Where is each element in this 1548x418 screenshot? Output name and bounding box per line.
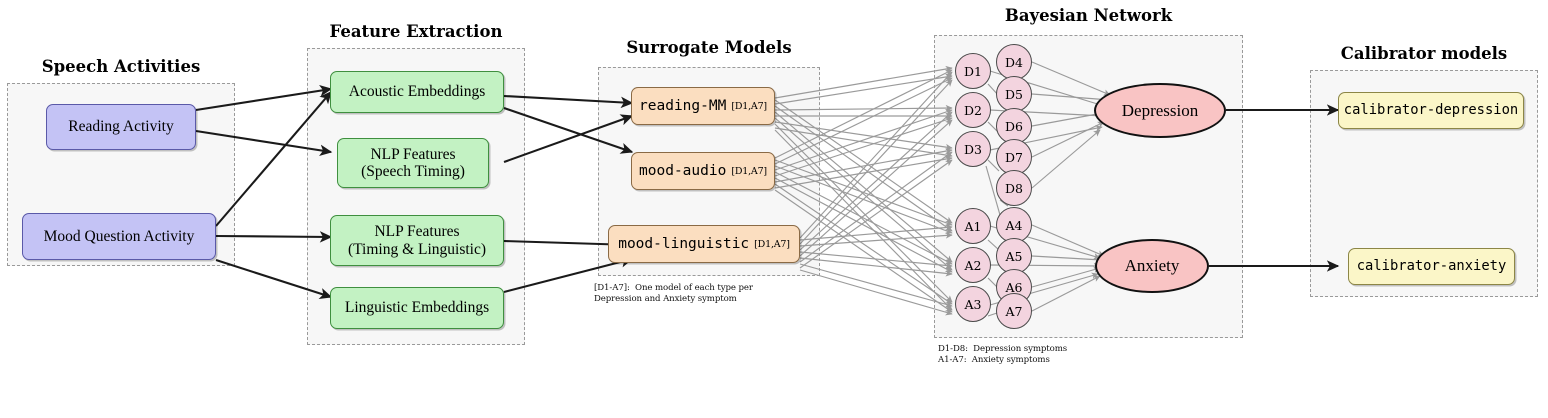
node-label-line2: (Timing & Linguistic) — [347, 240, 487, 258]
node-label: Linguistic Embeddings — [344, 299, 490, 317]
outcome-label: Depression — [1121, 100, 1199, 120]
symptom-label: A3 — [964, 296, 982, 312]
symptom-label: D3 — [964, 141, 982, 157]
symptom-label: A7 — [1005, 303, 1023, 319]
node-label: Reading Activity — [68, 118, 174, 136]
group-title-calibrator-models: Calibrator models — [1340, 44, 1508, 63]
symptom-node-d3[interactable]: D3 — [955, 131, 991, 167]
group-title-bayesian-network: Bayesian Network — [1004, 6, 1173, 25]
node-label: mood-linguistic — [618, 235, 750, 252]
node-label-line1: NLP Features — [370, 145, 456, 163]
symptom-node-d8[interactable]: D8 — [996, 170, 1032, 206]
node-label: mood-audio — [639, 162, 727, 179]
outcome-node-anxiety[interactable]: Anxiety — [1095, 239, 1209, 293]
node-label: Mood Question Activity — [43, 227, 195, 245]
symptom-label: D1 — [964, 63, 982, 79]
symptom-node-d2[interactable]: D2 — [955, 92, 991, 128]
node-tag: [D1,A7] — [754, 238, 790, 250]
edges-surrogates-to-symptoms — [774, 65, 953, 316]
node-mood-question-activity[interactable]: Mood Question Activity — [22, 213, 216, 260]
node-calibrator-anxiety[interactable]: calibrator-anxiety — [1348, 248, 1515, 285]
edges-activities-to-features — [195, 85, 333, 300]
symptom-node-d6[interactable]: D6 — [996, 108, 1032, 144]
node-tag: [D1,A7] — [731, 100, 767, 112]
symptom-label: A5 — [1005, 248, 1023, 264]
symptom-label: A4 — [1005, 217, 1023, 233]
node-tag: [D1,A7] — [731, 165, 767, 177]
group-title-feature-extraction: Feature Extraction — [329, 22, 503, 41]
bayesian-network-caption: D1-D8: Depression symptoms A1-A7: Anxiet… — [938, 344, 1068, 366]
node-label-line2: (Speech Timing) — [361, 163, 465, 180]
node-surrogate-reading-mm[interactable]: reading-MM [D1,A7] — [631, 87, 775, 125]
symptom-label: A1 — [964, 218, 982, 234]
symptom-label: A6 — [1005, 279, 1023, 295]
node-nlp-features-timing-linguistic[interactable]: NLP Features (Timing & Linguistic) — [330, 215, 504, 266]
symptom-node-d1[interactable]: D1 — [955, 53, 991, 89]
node-acoustic-embeddings[interactable]: Acoustic Embeddings — [330, 71, 504, 113]
node-label: calibrator-depression — [1343, 101, 1519, 118]
symptom-label: D4 — [1005, 54, 1023, 70]
node-label: reading-MM — [639, 97, 727, 114]
symptom-node-d5[interactable]: D5 — [996, 76, 1032, 112]
group-title-surrogate-models: Surrogate Models — [626, 38, 792, 57]
node-calibrator-depression[interactable]: calibrator-depression — [1338, 92, 1524, 129]
symptom-label: D6 — [1005, 118, 1023, 134]
outcome-node-depression[interactable]: Depression — [1094, 83, 1226, 138]
symptom-node-d7[interactable]: D7 — [996, 139, 1032, 175]
symptom-label: D7 — [1005, 149, 1023, 165]
node-label-line1: NLP Features — [374, 223, 460, 241]
node-label: calibrator-anxiety — [1356, 257, 1507, 274]
symptom-node-a7[interactable]: A7 — [996, 293, 1032, 329]
symptom-label: A2 — [964, 257, 982, 273]
symptom-node-d4[interactable]: D4 — [996, 44, 1032, 80]
symptom-node-a3[interactable]: A3 — [955, 286, 991, 322]
symptom-node-a2[interactable]: A2 — [955, 247, 991, 283]
group-title-speech-activities: Speech Activities — [41, 57, 201, 76]
node-nlp-features-speech-timing[interactable]: NLP Features (Speech Timing) — [337, 138, 489, 188]
surrogate-models-caption: [D1-A7]: One model of each type per Depr… — [594, 283, 753, 305]
node-label: Acoustic Embeddings — [348, 83, 486, 101]
symptom-node-a5[interactable]: A5 — [996, 238, 1032, 274]
symptom-node-a4[interactable]: A4 — [996, 207, 1032, 243]
node-surrogate-mood-linguistic[interactable]: mood-linguistic [D1,A7] — [608, 225, 800, 263]
symptom-label: D8 — [1005, 180, 1023, 196]
node-surrogate-mood-audio[interactable]: mood-audio [D1,A7] — [631, 152, 775, 190]
outcome-label: Anxiety — [1124, 256, 1180, 275]
edges-features-to-surrogates — [503, 94, 634, 294]
symptom-label: D5 — [1005, 86, 1023, 102]
node-linguistic-embeddings[interactable]: Linguistic Embeddings — [330, 287, 504, 329]
edges-outcomes-to-calibrators — [1209, 104, 1340, 272]
symptom-label: D2 — [964, 102, 982, 118]
node-reading-activity[interactable]: Reading Activity — [46, 104, 196, 150]
symptom-node-a1[interactable]: A1 — [955, 208, 991, 244]
